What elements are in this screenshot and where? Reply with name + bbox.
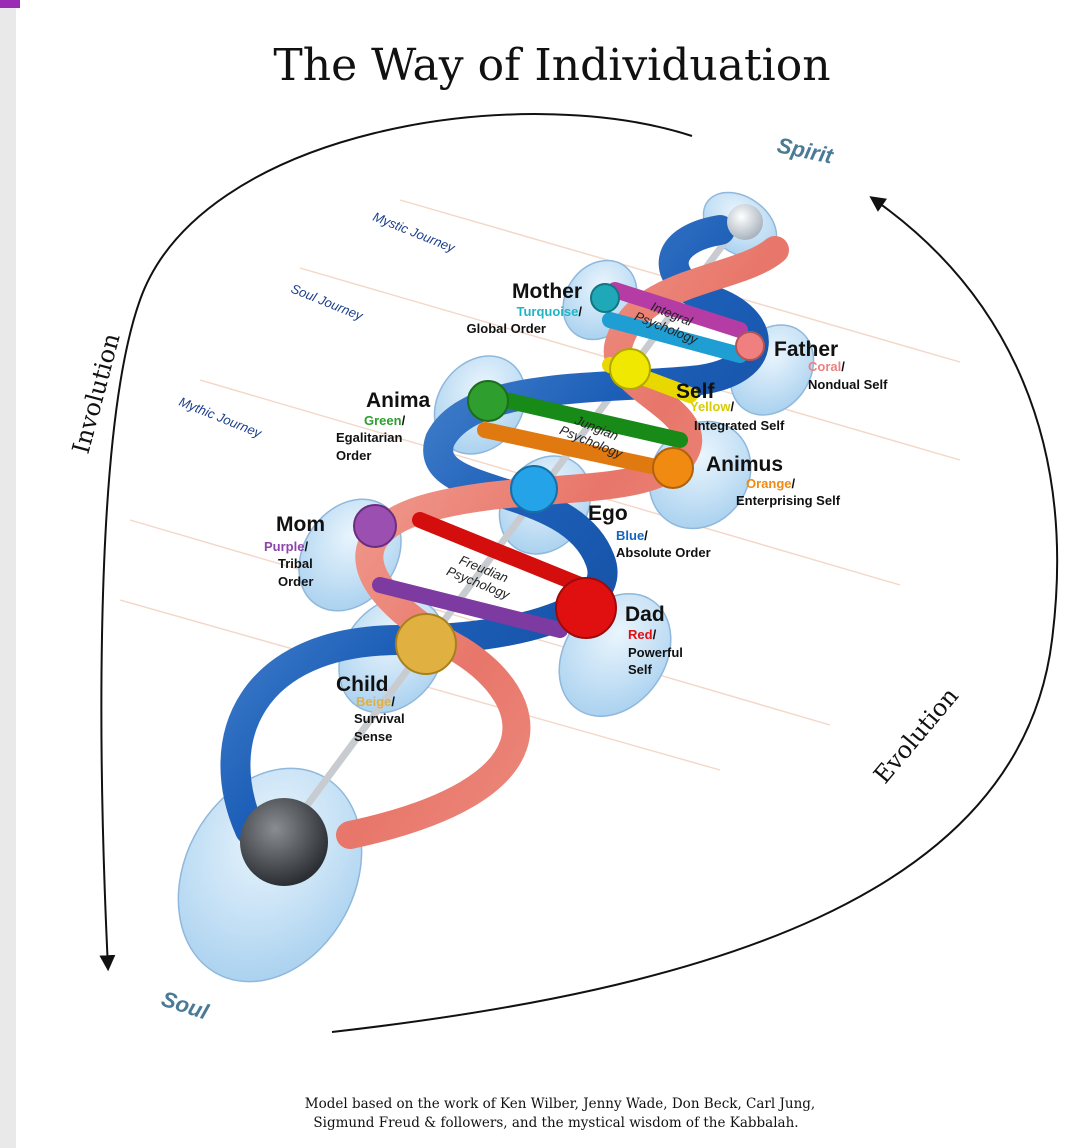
stage-desc: Survival (354, 711, 405, 726)
self-sphere (609, 348, 651, 390)
stage-name: Anima (366, 389, 431, 412)
svg-text:Beige/: Beige/ (356, 694, 395, 709)
stage-color-word: Orange (746, 476, 792, 491)
stage-desc: Order (278, 574, 313, 589)
svg-text:Coral/: Coral/ (808, 359, 845, 374)
stage-desc: Absolute Order (616, 545, 711, 560)
stage-color-word: Purple (264, 539, 304, 554)
stage-desc: Tribal (278, 556, 313, 571)
stage-name: Mother (512, 280, 582, 303)
stage-label-father: Father Coral/ Nondual Self (774, 338, 888, 392)
involution-label: Involution (67, 330, 126, 456)
stage-name: Animus (706, 453, 783, 476)
stage-label-anima: Anima Green/ Egalitarian Order (336, 389, 431, 463)
stage-label-self: Self Yellow/ Integrated Self (676, 380, 785, 433)
stage-desc: Self (628, 662, 653, 677)
stage-desc: Egalitarian (336, 430, 403, 445)
stage-color-word: Yellow (690, 399, 731, 414)
evolution-label: Evolution (868, 682, 964, 789)
svg-text:Red/: Red/ (628, 627, 657, 642)
ego-sphere (510, 465, 558, 513)
stage-label-mom: Mom Purple/ Tribal Order (264, 513, 325, 589)
stage-label-child: Child Beige/ Survival Sense (336, 673, 405, 744)
stage-color-word: Green (364, 413, 402, 428)
stage-label-dad: Dad Red/ Powerful Self (625, 603, 683, 677)
evolution-arrow (331, 196, 1059, 1033)
stage-color-word: Blue (616, 528, 644, 543)
spirit-label: Spirit (775, 132, 837, 168)
stage-desc: Global Order (467, 321, 546, 336)
stage-color-word: Beige (356, 694, 391, 709)
svg-text:Orange/: Orange/ (746, 476, 796, 491)
anima-sphere (467, 380, 509, 422)
stage-label-ego: Ego Blue/ Absolute Order (588, 502, 711, 560)
stage-label-animus: Animus Orange/ Enterprising Self (706, 453, 841, 508)
svg-text:Purple/: Purple/ (264, 539, 308, 554)
caption-line-2: Sigmund Freud & followers, and the mysti… (313, 1115, 798, 1131)
mother-sphere (590, 283, 620, 313)
svg-text:Yellow/: Yellow/ (690, 399, 734, 414)
stage-desc: Order (336, 448, 371, 463)
father-sphere (735, 331, 765, 361)
dad-sphere (555, 577, 617, 639)
child-sphere (395, 613, 457, 675)
stage-desc: Integrated Self (694, 418, 785, 433)
stage-name: Dad (625, 603, 665, 626)
animus-sphere (652, 447, 694, 489)
mythic-journey-label: Mythic Journey (177, 394, 265, 441)
stage-desc: Sense (354, 729, 392, 744)
stage-color-word: Coral (808, 359, 841, 374)
stage-desc: Enterprising Self (736, 493, 841, 508)
stage-name: Ego (588, 502, 628, 525)
stage-color-word: Turquoise (517, 304, 579, 319)
stage-name: Father (774, 338, 838, 361)
stage-name: Child (336, 673, 389, 696)
stage-name: Self (676, 380, 716, 403)
stage-desc: Powerful (628, 645, 683, 660)
corner-marker (0, 0, 20, 8)
blue-helix-strand (220, 215, 769, 845)
stage-label-mother: Mother Turquoise/ Global Order (467, 280, 583, 336)
spirit-sphere (727, 204, 763, 240)
mom-sphere (353, 504, 397, 548)
stage-name: Mom (276, 513, 325, 536)
svg-text:Blue/: Blue/ (616, 528, 648, 543)
involution-arrow (99, 113, 693, 972)
stage-color-word: Red (628, 627, 653, 642)
stage-desc: Nondual Self (808, 377, 888, 392)
svg-text:Turquoise/: Turquoise/ (517, 304, 583, 319)
soul-sphere (240, 798, 328, 886)
diagram-title: The Way of Individuation (273, 40, 830, 91)
svg-text:Green/: Green/ (364, 413, 406, 428)
central-axis-rod (282, 212, 748, 838)
caption-line-1: Model based on the work of Ken Wilber, J… (305, 1096, 815, 1112)
soul-label: Soul (158, 986, 212, 1025)
soul-journey-label: Soul Journey (289, 281, 366, 324)
mystic-journey-label: Mystic Journey (371, 209, 458, 256)
